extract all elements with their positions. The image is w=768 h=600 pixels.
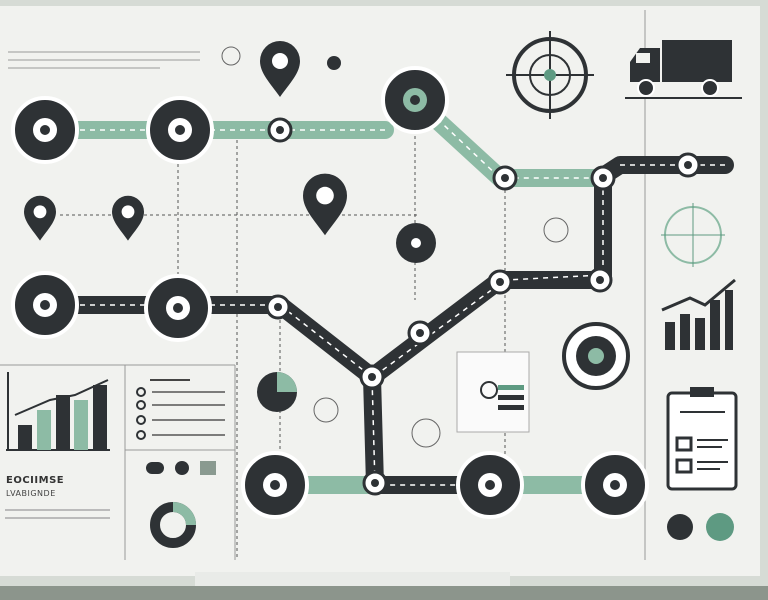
- location-pin-icon: [24, 195, 56, 241]
- list-row: [136, 400, 225, 410]
- waypoint-node: [590, 165, 616, 191]
- panel-heading: EOCIIMSE: [6, 475, 65, 486]
- bar-chart-icon: [6, 372, 110, 451]
- milestone-node: [144, 274, 212, 342]
- location-pins: [24, 41, 347, 241]
- growth-chart-icon: [661, 278, 736, 350]
- list-row: [136, 430, 225, 440]
- location-pin-icon: [303, 173, 347, 236]
- location-pin-icon: [112, 195, 144, 241]
- small-round-icons: [146, 46, 734, 541]
- donut-chart-icon: [150, 502, 196, 548]
- location-pin-icon: [260, 41, 300, 97]
- milestone-nodes: [11, 66, 649, 519]
- milestone-node: [241, 451, 309, 519]
- milestone-node: [146, 96, 214, 164]
- waypoint-node: [407, 320, 433, 346]
- waypoint-node: [492, 165, 518, 191]
- checklist-clipboard-icon: [666, 387, 738, 491]
- waypoint-node: [487, 269, 513, 295]
- milestone-node: [11, 271, 79, 339]
- waypoint-node: [362, 470, 388, 496]
- board-stand: [195, 572, 510, 586]
- crosshair-icon: [661, 203, 725, 267]
- panel-lines: [0, 10, 646, 560]
- milestone-node: [11, 96, 79, 164]
- waypoint-node: [265, 294, 291, 320]
- road-dark-branch: [363, 169, 612, 386]
- waypoint-node: [267, 117, 293, 143]
- target-icon: [506, 31, 594, 119]
- delivery-truck-icon: [625, 40, 742, 99]
- waypoint-node: [675, 152, 701, 178]
- waypoint-node: [587, 267, 613, 293]
- panel-subheading: LVABIGNDE: [6, 489, 56, 498]
- pie-chart-icon: [257, 372, 297, 412]
- text-lines-decor: [5, 509, 110, 519]
- list-row: [136, 387, 225, 397]
- milestone-node: [581, 451, 649, 519]
- waypoint-node: [359, 364, 385, 390]
- road-center-lines: [60, 111, 725, 486]
- milestone-node: [381, 66, 449, 134]
- floor: [0, 586, 768, 600]
- milestone-node: [456, 451, 524, 519]
- list-row: [136, 415, 225, 425]
- legend-list-panel: [136, 379, 225, 440]
- waypoint-nodes: [265, 117, 701, 496]
- info-card: [456, 351, 530, 433]
